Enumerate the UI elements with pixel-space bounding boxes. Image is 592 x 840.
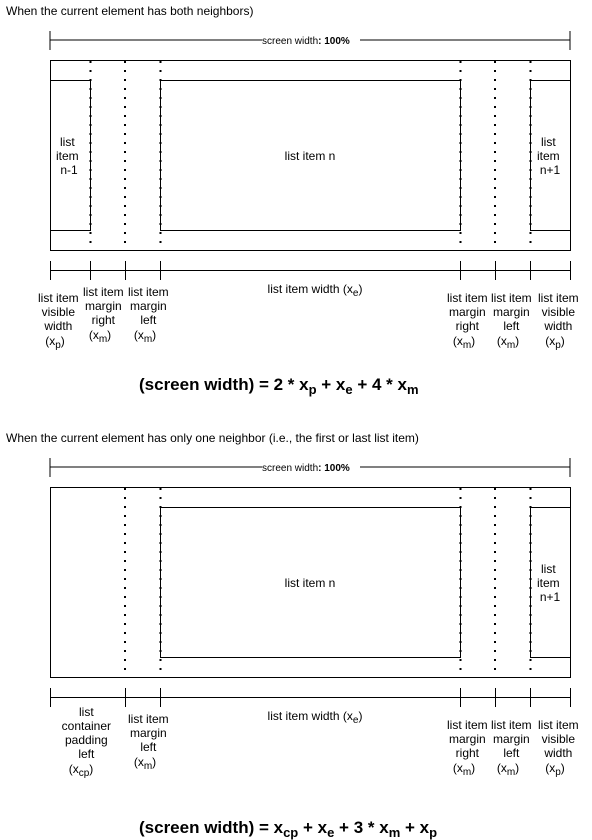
section1-label-left-visible-width: list item visible width (xp) bbox=[38, 291, 82, 351]
section2-screen-width-dimension: screen width: 100% bbox=[49, 458, 571, 477]
section1-box-next-item bbox=[530, 80, 571, 231]
section1-box-next-label: list item n+1 bbox=[537, 135, 563, 177]
section2-box-next-label: list item n+1 bbox=[537, 562, 563, 604]
section1-screen-width-label: screen width: 100% bbox=[262, 36, 350, 47]
section1-measure-line bbox=[50, 261, 571, 280]
section2-label-container-padding-left: list container padding left (xcp) bbox=[62, 705, 115, 779]
section2-box-current-label: list item n bbox=[285, 576, 336, 590]
section1-label-margin-right: list item margin right (xm) bbox=[83, 285, 127, 345]
section2-box-next-item bbox=[530, 507, 571, 658]
section1-caption: When the current element has both neighb… bbox=[6, 4, 253, 18]
section2-label-item-width: list item width (xe) bbox=[268, 709, 363, 726]
section2-label-right-margin-left: list item margin left (xm) bbox=[491, 718, 535, 778]
section2-box-current-item bbox=[160, 507, 461, 658]
section1-formula: (screen width) = 2 * xp + xe + 4 * xm bbox=[139, 375, 419, 397]
section1-label-item-width: list item width (xe) bbox=[268, 282, 363, 299]
section1-box-prev-label: list item n-1 bbox=[56, 135, 82, 177]
section1-box-prev-item bbox=[50, 80, 91, 231]
section1-screen-width-dimension: screen width: 100% bbox=[49, 31, 571, 50]
section2-caption: When the current element has only one ne… bbox=[6, 431, 419, 445]
section2-formula: (screen width) = xcp + xe + 3 * xm + xp bbox=[139, 818, 437, 840]
section1-label-right-margin-left: list item margin left (xm) bbox=[491, 291, 535, 351]
section1-label-margin-left: list item margin left (xm) bbox=[128, 285, 172, 345]
section2-screen-width-label: screen width: 100% bbox=[262, 463, 350, 474]
section1-box-current-item bbox=[160, 80, 461, 231]
section1-label-right-visible-width: list item visible width (xp) bbox=[538, 291, 582, 351]
section1-label-right-margin-right: list item margin right (xm) bbox=[447, 291, 491, 351]
section1-box-current-label: list item n bbox=[285, 149, 336, 163]
section2-label-margin-left: list item margin left (xm) bbox=[128, 712, 172, 772]
section2-label-right-visible-width: list item visible width (xp) bbox=[538, 718, 582, 778]
section2-measure-line bbox=[50, 688, 571, 707]
section2-label-right-margin-right: list item margin right (xm) bbox=[447, 718, 491, 778]
